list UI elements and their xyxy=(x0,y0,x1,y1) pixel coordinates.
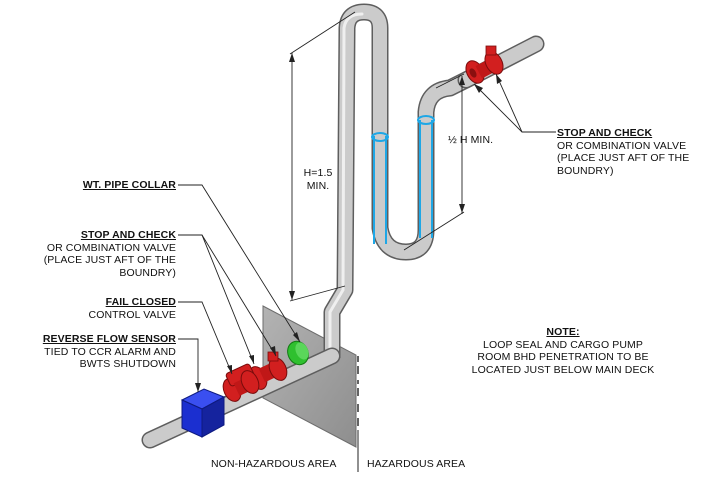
label-non-hazardous-area: NON-HAZARDOUS AREA xyxy=(211,458,337,470)
label-stop-check-left-line2: (PLACE JUST AFT OF THE xyxy=(43,254,176,266)
label-stop-check-right-line3: BOUNDRY) xyxy=(557,164,614,177)
label-fail-closed-line1: CONTROL VALVE xyxy=(88,308,176,321)
label-fail-closed: FAIL CLOSED CONTROL VALVE xyxy=(89,296,176,321)
loop-pipe xyxy=(325,5,474,358)
label-half-h-fraction: ½ xyxy=(448,134,457,146)
label-hazardous-area: HAZARDOUS AREA xyxy=(367,458,466,470)
label-reverse-flow: REVERSE FLOW SENSOR TIED TO CCR ALARM AN… xyxy=(43,333,176,371)
label-wt-pipe-collar-title: WT. PIPE COLLAR xyxy=(82,179,176,191)
label-stop-check-left-line3: BOUNDRY) xyxy=(119,266,176,279)
stop-check-valve-right xyxy=(465,45,504,84)
label-reverse-flow-title: REVERSE FLOW SENSOR xyxy=(42,333,176,345)
half-dim-arrow-bottom xyxy=(459,204,465,213)
label-stop-check-right: STOP AND CHECK OR COMBINATION VALVE (PLA… xyxy=(557,127,689,177)
label-h-dimension-line2: MIN. xyxy=(306,179,330,192)
leader-lines xyxy=(178,73,556,392)
dim-arrow-bottom xyxy=(289,291,295,300)
loop-pipe-highlight xyxy=(328,12,364,358)
label-stop-check-right-title: STOP AND CHECK xyxy=(557,127,653,139)
fail-closed-control-valve xyxy=(222,363,260,402)
leader-arrowheads xyxy=(195,74,502,392)
dimension-half-h xyxy=(403,73,465,251)
inlet-pipe xyxy=(143,349,339,447)
label-stop-check-right-line1: OR COMBINATION VALVE xyxy=(557,139,687,152)
label-wt-pipe-collar: WT. PIPE COLLAR xyxy=(83,179,176,192)
label-stop-check-left-line1: OR COMBINATION VALVE xyxy=(46,241,176,254)
reverse-flow-sensor xyxy=(180,388,226,438)
label-half-h-dimension: ½ H MIN. xyxy=(448,134,493,147)
label-reverse-flow-line2: BWTS SHUTDOWN xyxy=(79,358,176,370)
label-reverse-flow-line1: TIED TO CCR ALARM AND xyxy=(44,345,176,358)
label-note-line3: LOCATED JUST BELOW MAIN DECK xyxy=(471,363,655,376)
label-stop-check-left: STOP AND CHECK OR COMBINATION VALVE (PLA… xyxy=(44,229,176,279)
label-note-title: NOTE: xyxy=(546,326,580,338)
label-fail-closed-title: FAIL CLOSED xyxy=(105,296,176,308)
label-note-line2: ROOM BHD PENETRATION TO BE xyxy=(477,351,649,363)
water-level-highlight xyxy=(371,115,435,244)
half-dim-arrow-top xyxy=(459,76,465,85)
dimension-h xyxy=(289,11,356,302)
label-stop-check-left-title: STOP AND CHECK xyxy=(80,229,176,241)
label-stop-check-right-line2: (PLACE JUST AFT OF THE xyxy=(557,152,690,164)
wt-pipe-collar xyxy=(287,340,309,366)
dim-arrow-top xyxy=(289,53,295,62)
label-h-dimension-line1: H=1.5 xyxy=(303,167,333,179)
label-note: NOTE: LOOP SEAL AND CARGO PUMP ROOM BHD … xyxy=(468,326,658,376)
label-note-line1: LOOP SEAL AND CARGO PUMP xyxy=(483,338,643,351)
label-half-h-text: H MIN. xyxy=(459,134,494,146)
label-h-dimension: H=1.5 MIN. xyxy=(298,167,338,192)
